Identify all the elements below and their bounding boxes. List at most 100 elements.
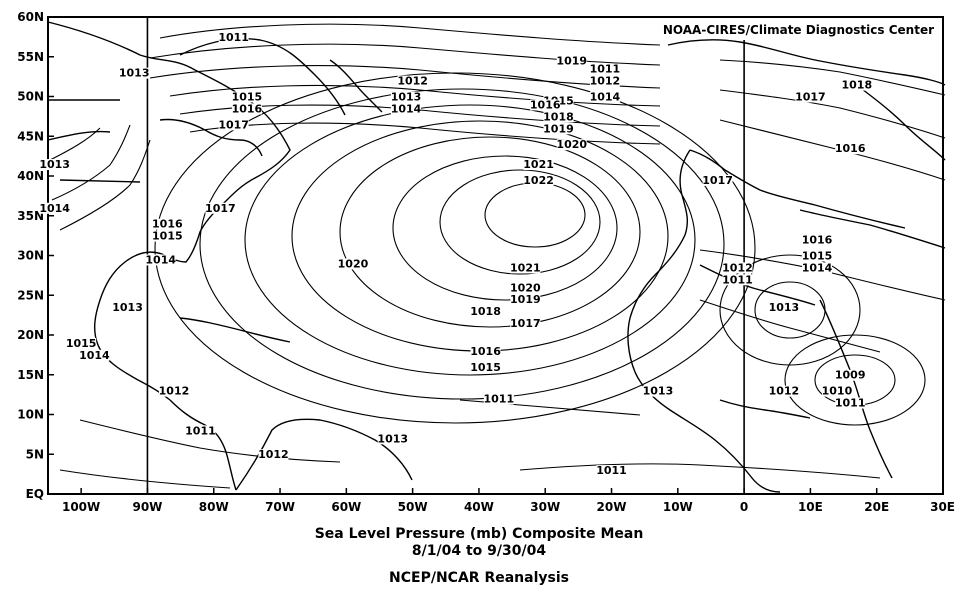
isobar-label: 1015 [470,361,501,374]
isobar-label: 1016 [530,98,561,111]
isobar-label-bg [530,99,561,111]
isobar-label: 1011 [185,424,216,437]
latitude-label: 15N [17,368,44,382]
isobar-label: 1012 [590,75,621,88]
longitude-label: 100W [62,500,100,514]
isobar-label-bg [589,75,620,87]
isobar-label: 1015 [232,90,263,103]
isobar-label-bg [510,282,541,294]
longitude-label: 60W [331,500,361,514]
isobar-label-bg [218,119,249,131]
isobar-label: 1014 [590,90,621,103]
isobar-label-bg [39,202,70,214]
isobar-label-bg [702,174,733,186]
longitude-label: 30W [530,500,560,514]
longitude-label: 80W [199,500,229,514]
isobar-label-bg [39,159,70,171]
isobar-label: 1014 [802,261,833,274]
isobar-label: 1012 [159,385,190,398]
isobar-label: 1021 [510,261,541,274]
isobar-label-bg [470,345,501,357]
isobar-label-bg [556,55,587,67]
longitude-label: 20E [864,500,889,514]
isobar-label-bg [802,234,833,246]
longitude-label: 30E [930,500,955,514]
isobar-label: 1011 [484,393,515,406]
isobar-label: 1018 [842,79,873,92]
isobar-label-bg [802,250,833,262]
isobar-label-bg [795,91,826,103]
caption-source: NCEP/NCAR Reanalysis [389,570,569,586]
longitude-label: 10W [663,500,693,514]
isobar-label-bg [556,139,587,151]
isobar-label: 1013 [112,301,143,314]
latitude-label: 25N [17,288,44,302]
isobar-label-bg [112,302,143,314]
isobar-label: 1014 [39,202,70,215]
isobar-label: 1013 [391,90,422,103]
isobar-label: 1013 [39,158,70,171]
isobar-label: 1022 [523,174,554,187]
isobar-label-bg [231,91,262,103]
isobar-label-bg [119,67,150,79]
isobar-label: 1016 [232,102,263,115]
isobar-label: 1012 [258,448,289,461]
latitude-label: 55N [17,50,44,64]
latitude-label: 30N [17,249,44,263]
isobar-label: 1014 [391,102,422,115]
latitude-label: EQ [26,487,44,501]
isobar-label-bg [337,258,368,270]
isobar-label: 1021 [523,158,554,171]
isobar-label-bg [642,385,673,397]
latitude-label: 40N [17,169,44,183]
isobar-label-bg [510,294,541,306]
isobar-label-bg [66,337,97,349]
isobar-label-bg [258,449,289,461]
isobar-label: 1016 [835,142,866,155]
isobar-label: 1016 [152,218,183,231]
isobar-label: 1013 [769,301,800,314]
isobar-label-bg [543,111,574,123]
latitude-label: 20N [17,328,44,342]
caption-date-range: 8/1/04 to 9/30/04 [411,543,547,559]
isobar-label-bg [523,159,554,171]
longitude-label: 0 [740,500,748,514]
isobar-label: 1010 [822,385,853,398]
isobar-label-bg [589,91,620,103]
isobar-label: 1012 [722,261,753,274]
isobar-label: 1013 [377,432,408,445]
isobar-label: 1012 [397,75,428,88]
isobar-label: 1017 [702,174,733,187]
isobar-label: 1009 [835,369,866,382]
isobar-label-bg [397,75,428,87]
isobar-label-bg [835,143,866,155]
isobar-label-bg [231,103,262,115]
latitude-label: 5N [26,447,44,461]
isobar-label: 1019 [543,122,574,135]
isobar-label-bg [523,174,554,186]
caption-title: Sea Level Pressure (mb) Composite Mean [314,526,644,542]
isobar-label-bg [470,361,501,373]
isobar-label-bg [841,79,872,91]
isobar-label-bg [543,123,574,135]
isobar-label-bg [391,103,421,115]
isobar-label-bg [510,262,541,274]
isobar-label: 1017 [510,317,541,330]
isobar-label: 1020 [338,257,369,270]
isobar-label: 1017 [205,202,236,215]
isobar-label-bg [391,91,421,103]
longitude-label: 90W [132,500,162,514]
longitude-label: 50W [398,500,428,514]
isobar-label-bg [483,393,514,405]
isobar-label: 1015 [66,337,97,350]
isobar-label-bg [470,306,501,318]
isobar-label-bg [510,318,541,330]
isobar-label-bg [722,262,753,274]
isobar-label: 1011 [835,397,866,410]
isobar-label-bg [205,202,236,214]
isobar-label: 1011 [722,273,753,286]
isobar-label: 1016 [802,234,833,247]
